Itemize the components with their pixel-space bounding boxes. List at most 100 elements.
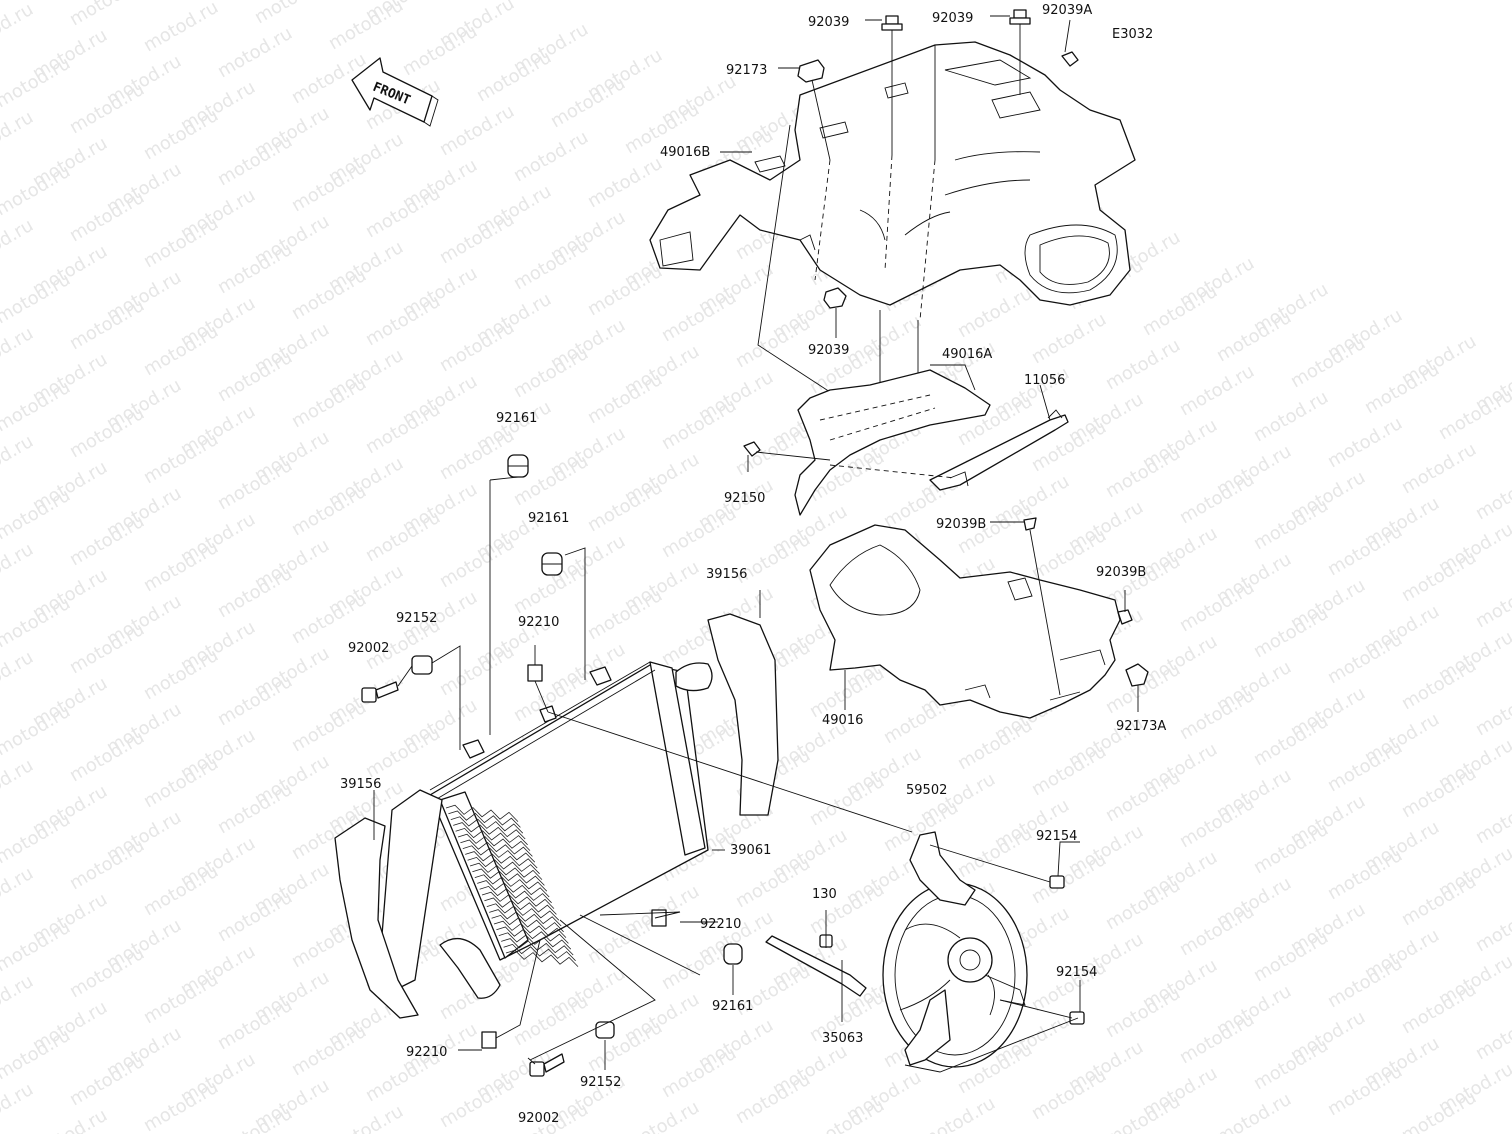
side-shroud-39156-left [334,817,419,1019]
watermark-text: motod.ru [621,1097,703,1134]
watermark-text: motod.ru [1176,577,1258,636]
part-label-39156: 39156 [340,777,381,792]
watermark-text: motod.ru [177,0,259,2]
fin-row [460,839,533,857]
watermark-text: motod.ru [66,727,148,786]
radiator-fins [445,804,579,967]
fin-row [477,880,550,898]
watermark-text: motod.ru [658,287,740,346]
watermark-text: motod.ru [214,131,296,190]
watermark-text: motod.ru [66,187,148,246]
watermark-text: motod.ru [140,321,222,380]
radiator-39061 [379,661,713,999]
watermark-text: motod.ru [66,79,148,138]
clip-92173 [797,59,825,83]
part-label-49016a: 49016A [942,347,992,362]
watermark-text: motod.ru [1324,521,1406,580]
watermark-text: motod.ru [288,373,370,432]
watermark-text: motod.ru [214,779,296,838]
watermark-text: motod.ru [140,753,222,812]
watermark-text: motod.ru [140,1077,222,1134]
watermark-text: motod.ru [1102,443,1184,502]
part-label-92039: 92039 [808,15,849,30]
fin-row [450,816,524,834]
part-label-92002: 92002 [518,1111,559,1126]
watermark-text: motod.ru [1139,281,1221,340]
watermark-text: motod.ru [1324,737,1406,796]
grommet-92161-bottom [723,943,743,965]
watermark-text: motod.ru [1435,385,1512,444]
watermark-text: motod.ru [954,283,1036,342]
watermark-text: motod.ru [1028,741,1110,800]
front-arrow-icon: FRONT [351,57,439,127]
part-label-49016b: 49016B [660,145,710,160]
watermark-text: motod.ru [0,215,37,274]
watermark-text: motod.ru [140,969,222,1028]
nut-92210-mid [651,909,667,927]
watermark-text: motod.ru [140,537,222,596]
part-label-92039a: 92039A [1042,3,1092,18]
watermark-text: motod.ru [1176,685,1258,744]
watermark-text: motod.ru [1472,681,1512,740]
watermark-text: motod.ru [66,403,148,462]
watermark-text: motod.ru [1176,901,1258,960]
watermark-text: motod.ru [954,715,1036,774]
watermark-text: motod.ru [1102,1091,1184,1134]
bolt-92002-bottom [529,1053,565,1077]
watermark-text: motod.ru [288,481,370,540]
bolt-92039-top1 [881,15,903,31]
part-label-49016: 49016 [822,713,863,728]
bolt-92039A [1061,51,1079,67]
watermark-text: motod.ru [584,369,666,428]
watermark-text: motod.ru [66,619,148,678]
watermark-text: motod.ru [140,645,222,704]
watermark-text: motod.ru [1472,1005,1512,1064]
watermark-text: motod.ru [0,971,37,1030]
watermark-text: motod.ru [0,539,37,598]
watermark-text: motod.ru [1324,1061,1406,1120]
watermark-text: motod.ru [0,0,74,4]
bolt-92002-top [361,681,399,703]
watermark-text: motod.ru [214,887,296,946]
watermark-text: motod.ru [214,23,296,82]
bolt-92039-bottom [823,287,847,309]
watermark-text: motod.ru [1398,763,1480,822]
clip-92173A [1125,663,1149,687]
watermark-text: motod.ru [29,1105,111,1134]
watermark-text: motod.ru [1250,387,1332,446]
watermark-text: motod.ru [214,455,296,514]
watermark-text: motod.ru [1176,793,1258,852]
watermark-text: motod.ru [66,943,148,1002]
watermark-text: motod.ru [510,127,592,186]
part-label-39156: 39156 [706,567,747,582]
watermark-text: motod.ru [0,863,37,922]
fin-row [462,845,536,863]
watermark-text: motod.ru [1287,333,1369,392]
watermark-text: motod.ru [362,723,444,782]
watermark-text: motod.ru [954,823,1036,882]
watermark-text: motod.ru [362,183,444,242]
watermark-text: motod.ru [1324,845,1406,904]
part-label-59502: 59502 [906,783,947,798]
watermark-text: motod.ru [1102,875,1184,934]
watermark-text: motod.ru [1398,439,1480,498]
watermark-text: motod.ru [399,21,481,80]
watermark-text: motod.ru [251,0,333,28]
part-label-92161: 92161 [712,999,753,1014]
part-label-11056: 11056 [1024,373,1065,388]
nut-92210-top [527,664,543,682]
watermark-text: motod.ru [806,771,888,830]
fin-row [484,897,557,915]
watermark-text: motod.ru [288,1021,370,1080]
watermark-text: motod.ru [547,73,629,132]
part-label-92150: 92150 [724,491,765,506]
watermark-text: motod.ru [1398,1087,1480,1134]
part-label-92002: 92002 [348,641,389,656]
watermark-text: motod.ru [325,1101,407,1134]
watermark-text: motod.ru [214,995,296,1054]
part-label-92152: 92152 [396,611,437,626]
watermark-text: motod.ru [436,641,518,700]
part-label-92154: 92154 [1036,829,1077,844]
